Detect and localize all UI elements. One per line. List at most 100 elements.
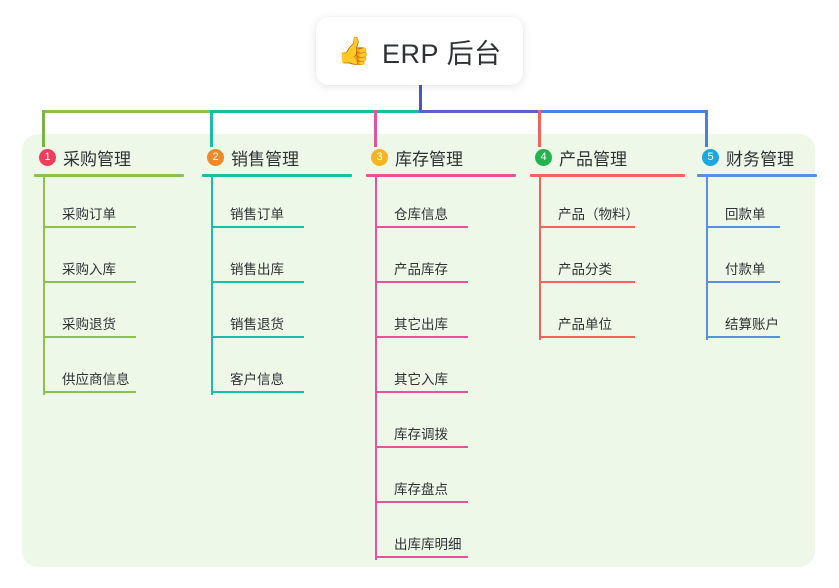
module-item-label: 客户信息 (230, 372, 284, 387)
module-item-underline (375, 501, 468, 503)
module-column-5: 5 财务管理回款单付款单结算账户 (697, 145, 817, 342)
column-underline (202, 174, 352, 177)
module-item-label: 产品单位 (558, 317, 612, 332)
module-item[interactable]: 其它出库 (366, 287, 516, 342)
rail-segment-2 (210, 110, 419, 113)
column-underline (697, 174, 817, 177)
module-item-underline (211, 226, 304, 228)
module-item[interactable]: 付款单 (697, 232, 817, 287)
module-item-underline (375, 556, 468, 558)
module-item-label: 供应商信息 (62, 372, 130, 387)
column-underline (530, 174, 685, 177)
column-header-5[interactable]: 5 财务管理 (697, 145, 817, 169)
module-item[interactable]: 库存盘点 (366, 452, 516, 507)
column-number-badge: 2 (207, 148, 224, 166)
module-item[interactable]: 销售订单 (202, 177, 352, 232)
module-item-label: 采购订单 (62, 207, 116, 222)
module-item[interactable]: 仓库信息 (366, 177, 516, 232)
column-spine (539, 177, 541, 340)
module-item-label: 其它入库 (394, 372, 448, 387)
module-item[interactable]: 产品单位 (530, 287, 685, 342)
module-item-underline (375, 281, 468, 283)
module-item-label: 销售出库 (230, 262, 284, 277)
module-item-underline (539, 336, 635, 338)
module-item-label: 付款单 (725, 262, 766, 277)
module-item[interactable]: 产品库存 (366, 232, 516, 287)
module-item-underline (706, 336, 780, 338)
module-item-label: 结算账户 (725, 317, 779, 332)
branch-drop-2 (210, 110, 213, 147)
module-item[interactable]: 出库库明细 (366, 507, 516, 562)
column-spine (706, 177, 708, 340)
column-title: 财务管理 (726, 149, 794, 169)
column-number-badge: 3 (371, 148, 388, 166)
module-item-underline (211, 336, 304, 338)
module-item-label: 库存调拨 (394, 427, 448, 442)
module-item-label: 产品（物料） (558, 207, 639, 222)
module-item-underline (43, 336, 136, 338)
module-item[interactable]: 产品分类 (530, 232, 685, 287)
root-node-erp-backend[interactable]: 👍 ERP 后台 (316, 17, 523, 85)
column-underline (366, 174, 516, 177)
column-title: 产品管理 (559, 149, 627, 169)
column-spine (43, 177, 45, 395)
module-item[interactable]: 其它入库 (366, 342, 516, 397)
thumbs-up-icon: 👍 (337, 35, 372, 66)
column-items: 采购订单采购入库采购退货供应商信息 (34, 177, 184, 397)
module-column-2: 2 销售管理销售订单销售出库销售退货客户信息 (202, 145, 352, 397)
module-item-underline (43, 391, 136, 393)
module-item-label: 产品分类 (558, 262, 612, 277)
module-item-underline (211, 281, 304, 283)
rail-segment-3 (419, 110, 538, 113)
module-item-underline (43, 281, 136, 283)
module-item-underline (375, 391, 468, 393)
module-item-label: 销售订单 (230, 207, 284, 222)
module-item[interactable]: 采购入库 (34, 232, 184, 287)
module-item[interactable]: 供应商信息 (34, 342, 184, 397)
module-item[interactable]: 采购退货 (34, 287, 184, 342)
module-item[interactable]: 客户信息 (202, 342, 352, 397)
module-item-label: 库存盘点 (394, 482, 448, 497)
module-item[interactable]: 库存调拨 (366, 397, 516, 452)
module-item[interactable]: 回款单 (697, 177, 817, 232)
module-item[interactable]: 销售出库 (202, 232, 352, 287)
module-item-underline (539, 281, 635, 283)
module-item[interactable]: 销售退货 (202, 287, 352, 342)
column-number-badge: 5 (702, 148, 719, 166)
rail-segment-4 (538, 110, 706, 113)
column-items: 回款单付款单结算账户 (697, 177, 817, 342)
module-item-underline (539, 226, 635, 228)
column-items: 仓库信息产品库存其它出库其它入库库存调拨库存盘点出库库明细 (366, 177, 516, 562)
column-header-2[interactable]: 2 销售管理 (202, 145, 352, 169)
module-item[interactable]: 采购订单 (34, 177, 184, 232)
column-items: 产品（物料） 产品分类产品单位 (530, 177, 685, 342)
module-item-label: 其它出库 (394, 317, 448, 332)
column-spine (375, 177, 377, 560)
root-stem (419, 85, 422, 113)
rail-segment-1 (42, 110, 210, 113)
module-item-underline (706, 281, 780, 283)
column-title: 采购管理 (63, 149, 131, 169)
branch-drop-3 (374, 110, 377, 147)
module-item-label: 回款单 (725, 207, 766, 222)
module-item-label: 采购退货 (62, 317, 116, 332)
module-item-underline (375, 226, 468, 228)
branch-drop-1 (42, 110, 45, 147)
module-item-label: 出库库明细 (394, 537, 462, 552)
column-items: 销售订单销售出库销售退货客户信息 (202, 177, 352, 397)
module-item-label: 销售退货 (230, 317, 284, 332)
module-item-underline (706, 226, 780, 228)
column-title: 销售管理 (231, 149, 299, 169)
module-item-underline (211, 391, 304, 393)
module-item[interactable]: 产品（物料） (530, 177, 685, 232)
module-item-underline (43, 226, 136, 228)
column-underline (34, 174, 184, 177)
module-item[interactable]: 结算账户 (697, 287, 817, 342)
